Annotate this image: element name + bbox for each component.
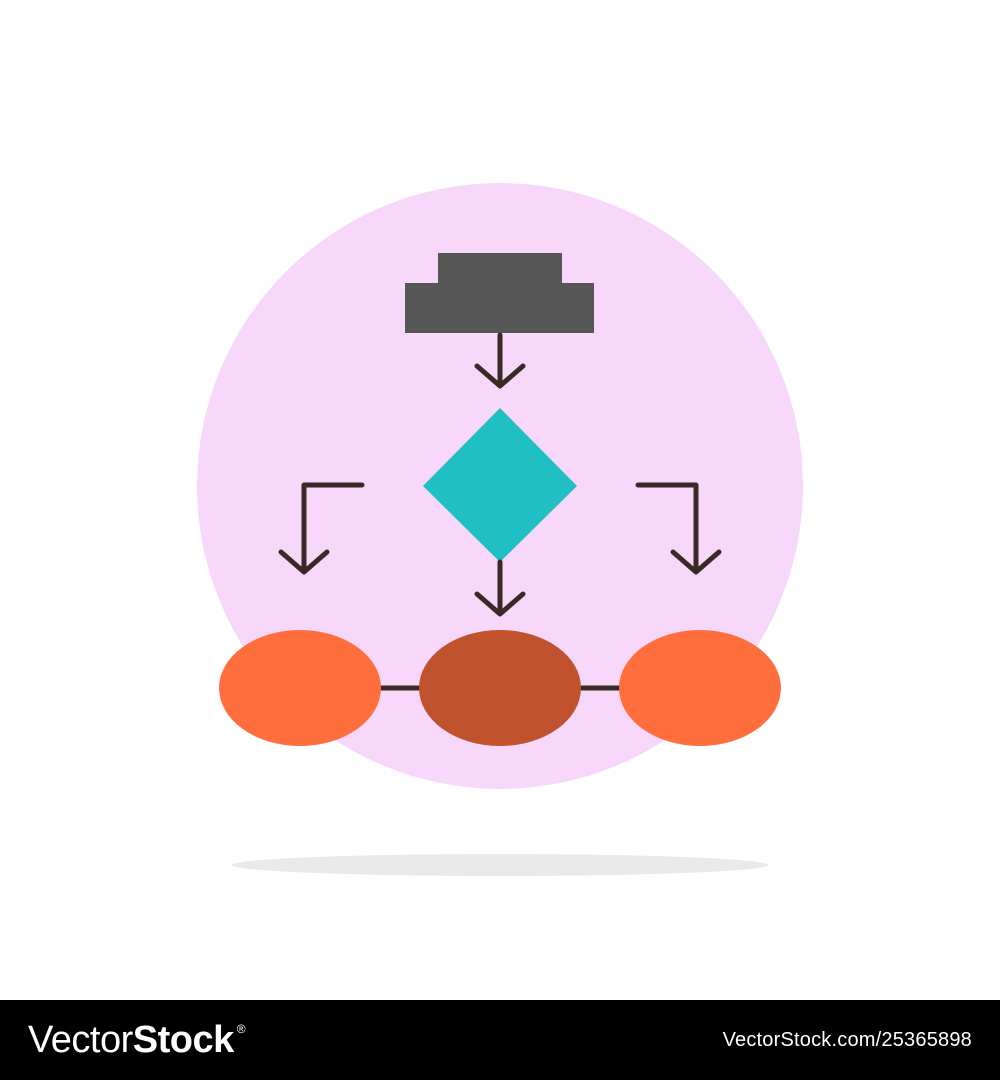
process-oval-icon: [219, 630, 381, 746]
arrow-turn-down-icon: [635, 482, 722, 575]
brand-name-bold: Stock: [132, 1019, 234, 1061]
arrow-down-icon: [474, 332, 526, 389]
image-id-text: VectorStock.com/25365898: [722, 1028, 972, 1051]
process-oval-icon: [619, 630, 781, 746]
header-block-top: [438, 253, 562, 285]
ground-shadow: [232, 854, 768, 876]
process-oval-icon: [419, 630, 581, 746]
arrow-turn-down-icon: [278, 482, 365, 575]
flowchart-illustration: [197, 183, 803, 876]
decision-diamond-icon: [423, 408, 577, 562]
arrow-down-icon: [474, 559, 526, 617]
header-block-bottom: [405, 283, 594, 333]
brand-name-regular: Vector: [28, 1019, 133, 1061]
registered-mark: ®: [236, 1022, 246, 1036]
flowchart-header-icon: [405, 253, 594, 333]
